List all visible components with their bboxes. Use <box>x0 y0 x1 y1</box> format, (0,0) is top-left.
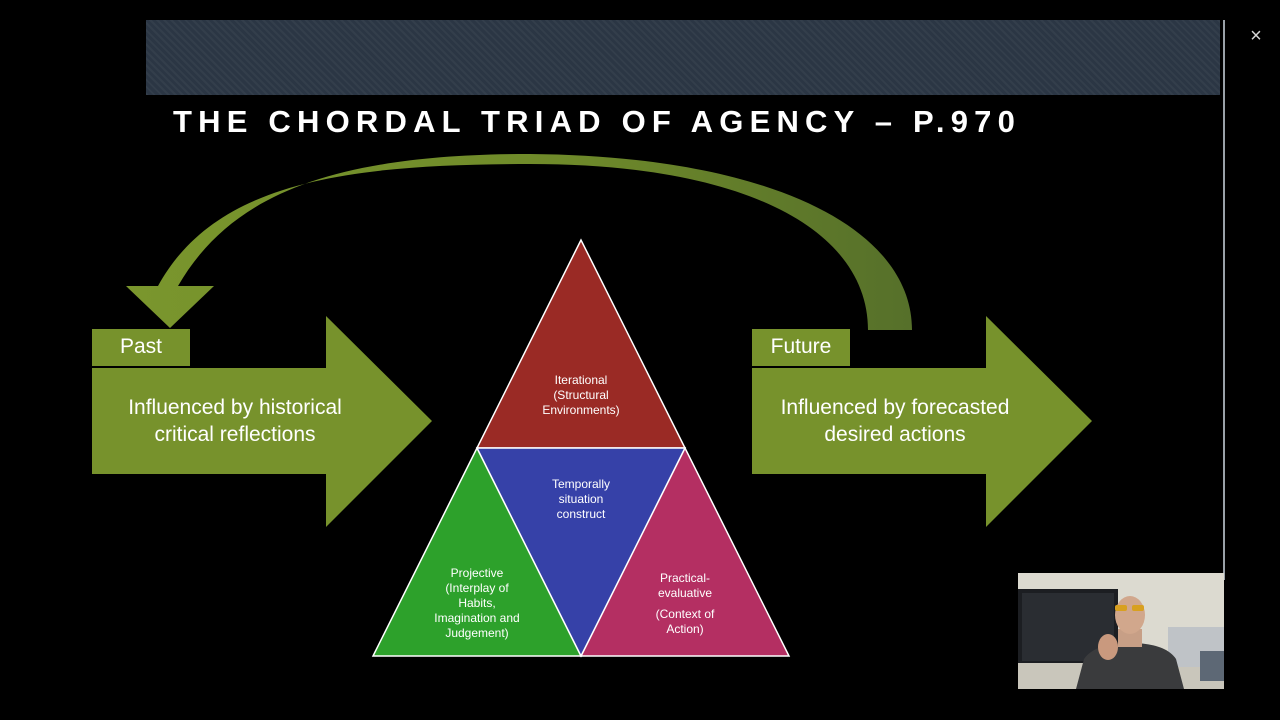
label-iterational-line1: Iterational <box>554 373 608 387</box>
label-practical-line2: evaluative <box>657 586 713 600</box>
label-practical: Practical- evaluative (Context of Action… <box>625 571 745 637</box>
past-arrow <box>92 316 432 527</box>
slide-edge-divider <box>1223 20 1225 580</box>
future-arrow-text: Influenced by forecasted desired actions <box>752 394 1038 448</box>
future-label: Future <box>770 335 832 358</box>
label-practical-line1: Practical- <box>659 571 710 585</box>
label-projective-line1: Projective <box>450 566 504 580</box>
label-iterational: Iterational (Structural Environments) <box>521 373 641 418</box>
label-temporal: Temporally situation construct <box>521 477 641 522</box>
past-arrow-text-line1: Influenced by historical <box>128 396 342 419</box>
triangle-center-temporal <box>475 447 687 658</box>
slide-title: THE CHORDAL TRIAD OF AGENCY – P.970 <box>173 104 1022 139</box>
label-temporal-line2: situation <box>558 492 604 506</box>
label-projective-line5: Judgement) <box>445 626 509 640</box>
future-arrow-text-line1: Influenced by forecasted <box>780 396 1010 419</box>
future-arrow <box>752 316 1092 527</box>
future-label-box <box>752 329 850 366</box>
label-iterational-line3: Environments) <box>542 403 620 417</box>
label-projective: Projective (Interplay of Habits, Imagina… <box>417 566 537 641</box>
slide-header-bar <box>146 20 1220 95</box>
presenter-video-image <box>1018 573 1224 689</box>
past-label-box <box>92 329 190 366</box>
label-temporal-line3: construct <box>556 507 606 521</box>
label-practical-line5: Action) <box>666 622 704 636</box>
label-temporal-line1: Temporally <box>551 477 611 491</box>
curved-feedback-arrow <box>126 154 912 330</box>
close-icon: × <box>1250 25 1262 47</box>
past-arrow-text: Influenced by historical critical reflec… <box>100 394 370 448</box>
label-projective-line4: Imagination and <box>434 611 520 625</box>
past-arrow-text-line2: critical reflections <box>154 423 316 446</box>
past-label: Past <box>119 335 163 358</box>
label-projective-line2: (Interplay of <box>445 581 509 595</box>
label-projective-line3: Habits, <box>458 596 496 610</box>
future-arrow-text-line2: desired actions <box>824 423 966 446</box>
webcam-video-feed <box>1018 573 1224 689</box>
label-iterational-line2: (Structural <box>553 388 609 402</box>
close-button[interactable]: × <box>1246 26 1266 46</box>
label-practical-line4: (Context of <box>655 607 715 621</box>
